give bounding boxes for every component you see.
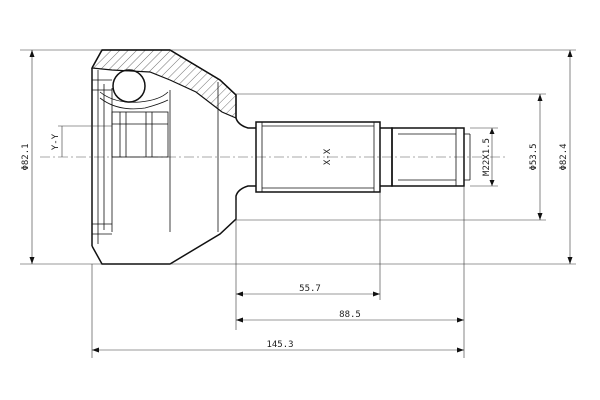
dim-seal-diameter: Φ53.5 [236,93,546,221]
seal-diameter-label: Φ53.5 [529,143,539,170]
outer-diameter-label: Φ82.1 [21,143,31,170]
dim-flange-diameter: Φ82.4 [170,49,576,265]
dim-len-short: 55.7 [235,192,381,330]
dim-section-y: Y-Y [51,125,112,157]
threaded-end [391,127,471,187]
dim-thread: M22X1.5 [470,127,498,187]
ball-cage [99,69,169,158]
bell-housing [91,49,256,265]
section-x-label: X-X [323,148,333,165]
section-y-label: Y-Y [51,133,61,150]
ball [112,69,146,103]
dim-len-total: 145.3 [91,264,464,358]
dim-outer-diameter: Φ82.1 [20,49,102,265]
len-total-label: 145.3 [266,340,293,350]
len-short-label: 55.7 [299,284,321,294]
thread-label: M22X1.5 [482,138,492,176]
flange-diameter-label: Φ82.4 [559,143,569,170]
len-mid-label: 88.5 [339,310,361,320]
dim-len-mid: 88.5 [236,186,465,358]
